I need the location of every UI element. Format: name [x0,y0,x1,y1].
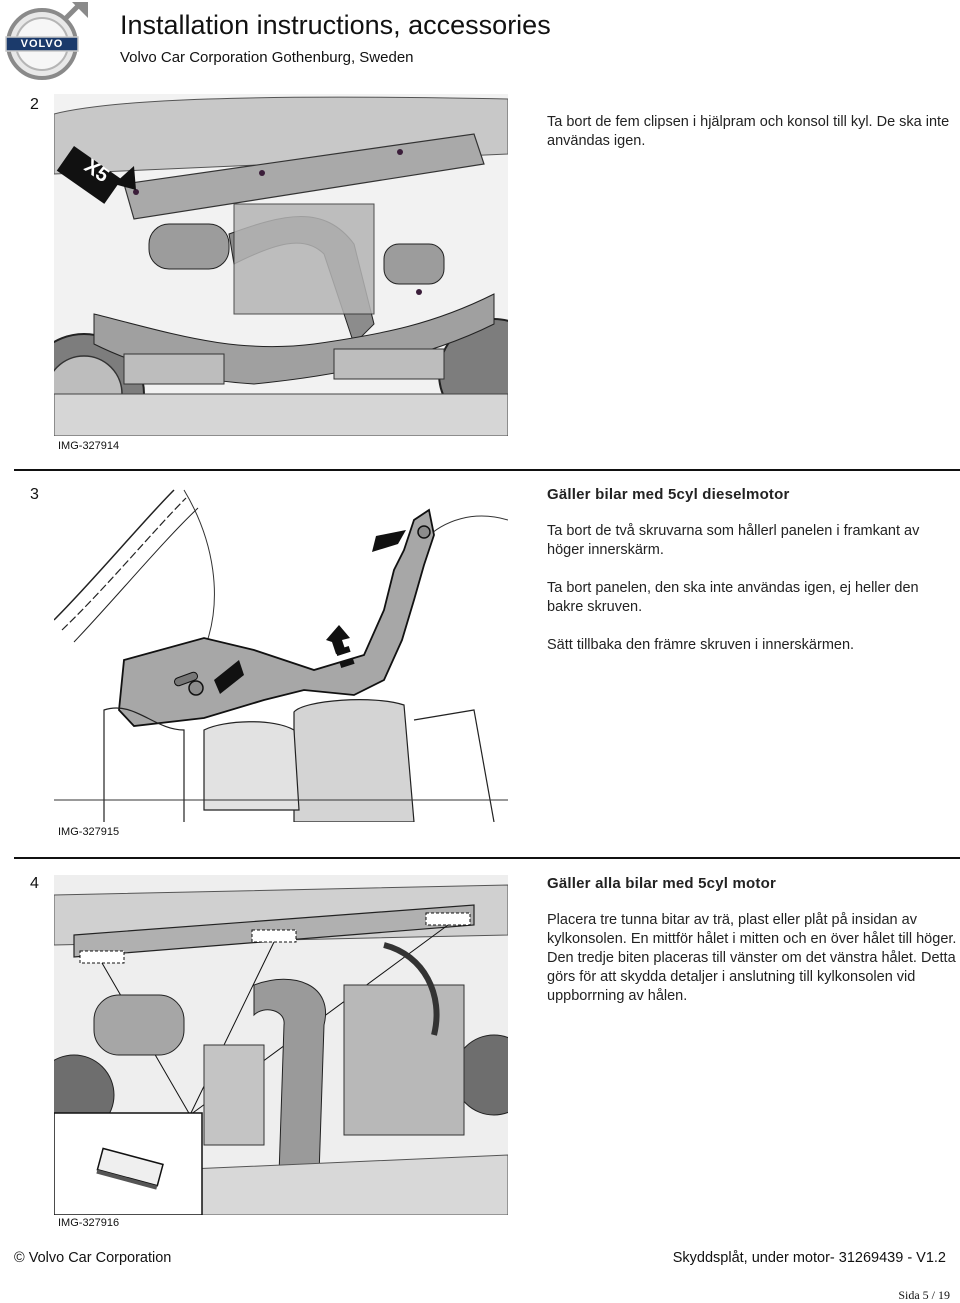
page-number: Sida 5 / 19 [898,1288,950,1302]
step-2-text: Ta bort de fem clipsen i hjälpram och ko… [547,113,957,151]
image-id: IMG-327914 [58,440,120,452]
image-id: IMG-327916 [58,1217,120,1229]
image-id: IMG-327915 [58,826,120,838]
volvo-logo: VOLVO [0,0,92,92]
step-3-text: Ta bort de två skruvarna som hållerl pan… [547,522,957,655]
instruction-paragraph: Ta bort de fem clipsen i hjälpram och ko… [547,114,950,149]
step-number: 3 [30,486,39,503]
instruction-paragraph: Placera tre tunna bitar av trä, plast el… [547,912,957,1004]
cooling-bracket-illustration [33,875,535,1216]
document-subtitle: Volvo Car Corporation Gothenburg, Sweden [120,49,414,66]
footer-copyright: © Volvo Car Corporation [14,1250,172,1266]
logo-text: VOLVO [20,38,64,50]
instruction-paragraph: Sätt tillbaka den främre skruven i inner… [547,637,855,653]
step-number: 4 [30,875,39,892]
step-heading: Gäller bilar med 5cyl dieselmotor [547,486,790,503]
step-heading: Gäller alla bilar med 5cyl motor [547,875,776,892]
engine-underside-illustration: X5 [23,94,550,455]
document-title: Installation instructions, accessories [120,10,551,40]
instruction-paragraph: Ta bort de två skruvarna som hållerl pan… [547,523,920,558]
step-number: 2 [30,96,39,113]
instruction-paragraph: Ta bort panelen, den ska inte användas i… [547,580,919,615]
step-4-text: Placera tre tunna bitar av trä, plast el… [547,911,957,1006]
inner-fender-panel-illustration [53,480,509,823]
section-divider [14,469,960,471]
section-divider [14,857,960,859]
footer-document-id: Skyddsplåt, under motor- 31269439 - V1.2 [672,1250,946,1266]
